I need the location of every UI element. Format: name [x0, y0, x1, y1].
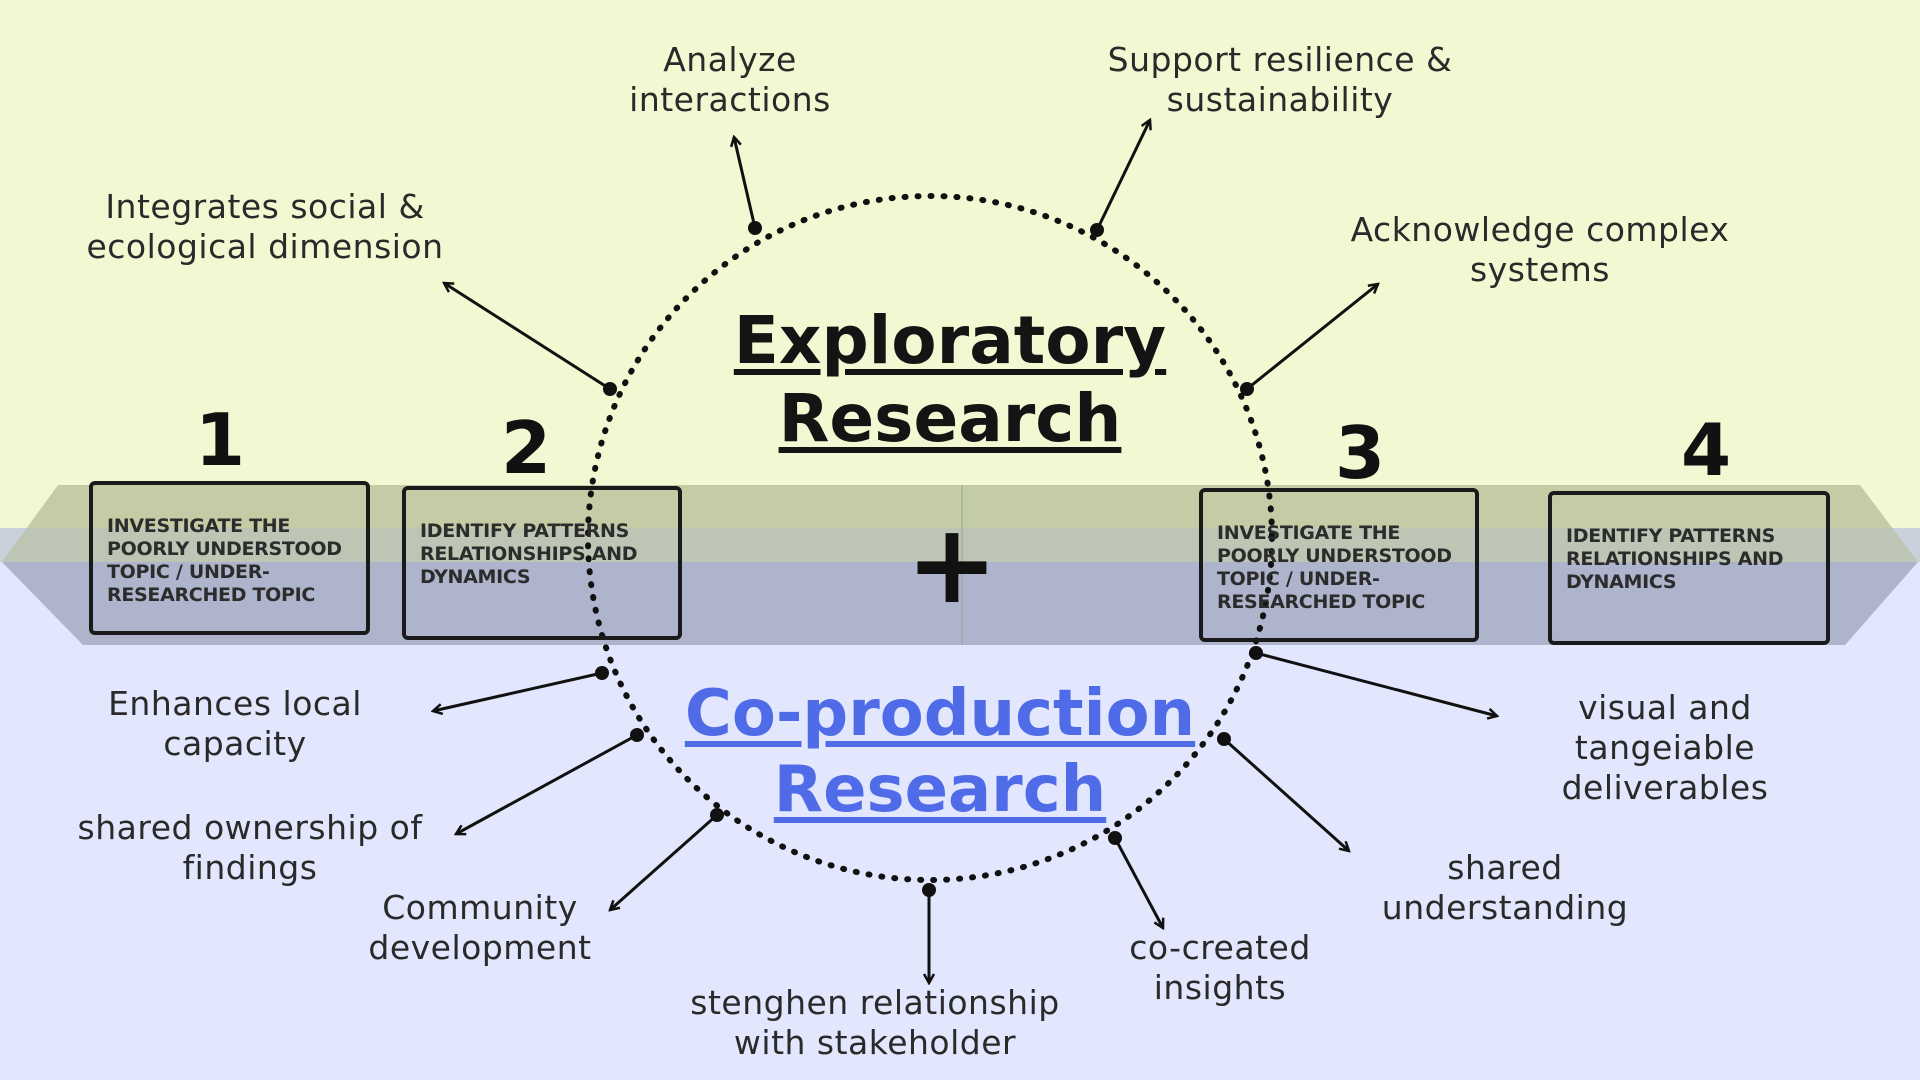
arrow-analyze [734, 137, 757, 229]
feature-line: interactions [629, 80, 831, 119]
coproduction-arrows [433, 646, 1497, 983]
title-bottom-line-2: Research [773, 753, 1107, 827]
feature-line: shared ownership of [77, 808, 423, 847]
feature-line: Integrates social & [105, 187, 425, 226]
feature-line: Enhances local [108, 684, 362, 723]
step-box-3: INVESTIGATE THE POORLY UNDERSTOOD TOPIC … [1199, 488, 1479, 642]
arrow-resilience [1095, 120, 1150, 231]
band-shadow-strip [0, 528, 1920, 562]
arrow-ownership [456, 733, 638, 834]
arrow-deliverables [1255, 651, 1497, 716]
feature-line: Community [382, 888, 578, 927]
feature-line: capacity [163, 724, 307, 763]
feature-integrates: Integrates social & ecological dimension [55, 187, 475, 267]
feature-complex-systems: Acknowledge complex systems [1330, 210, 1750, 290]
feature-resilience: Support resilience & sustainability [1065, 40, 1495, 120]
title-top-line-1: Exploratory [733, 302, 1167, 379]
feature-line: development [368, 928, 592, 967]
feature-local-capacity: Enhances local capacity [70, 684, 400, 764]
feature-line: ecological dimension [86, 227, 444, 266]
feature-line: sustainability [1166, 80, 1394, 119]
step-number-4: 4 [1680, 408, 1732, 492]
research-circle [585, 193, 1275, 883]
arrow-integrates [444, 283, 611, 391]
step-box-2: IDENTIFY PATTERNS RELATIONSHIPS AND DYNA… [402, 486, 682, 640]
feature-line: shared [1447, 848, 1563, 887]
feature-co-created-insights: co-created insights [1090, 928, 1350, 1008]
process-band-lower [2, 562, 1918, 645]
step-box-1: INVESTIGATE THE POORLY UNDERSTOOD TOPIC … [89, 481, 370, 635]
feature-shared-ownership: shared ownership of findings [40, 808, 460, 888]
title-top-line-2: Research [778, 380, 1122, 457]
feature-line: insights [1153, 968, 1287, 1007]
arrow-complex [1246, 284, 1378, 391]
feature-line: with stakeholder [733, 1023, 1017, 1062]
feature-line: tangeiable [1574, 728, 1756, 767]
exploratory-arrows [444, 120, 1378, 396]
feature-line: deliverables [1561, 768, 1769, 807]
arrow-community [610, 813, 718, 910]
feature-community-development: Community development [345, 888, 615, 968]
exploratory-background [0, 0, 1920, 528]
title-bottom-line-1: Co-production [684, 677, 1196, 751]
feature-line: understanding [1381, 888, 1629, 927]
arrow-insights [1113, 837, 1163, 928]
step-number-1: 1 [194, 398, 246, 482]
feature-line: co-created [1129, 928, 1311, 967]
feature-strengthen-relationship: stenghen relationship with stakeholder [650, 983, 1100, 1063]
arrow-local-capacity [433, 671, 603, 711]
exploratory-research-title: Exploratory Research [700, 302, 1200, 458]
step-box-4: IDENTIFY PATTERNS RELATIONSHIPS AND DYNA… [1548, 491, 1830, 645]
feature-line: systems [1470, 250, 1610, 289]
feature-line: findings [182, 848, 318, 887]
feature-analyze: Analyze interactions [585, 40, 875, 120]
feature-visual-deliverables: visual and tangeiable deliverables [1520, 688, 1810, 808]
arrow-understanding [1222, 737, 1349, 851]
feature-line: Support resilience & [1107, 40, 1453, 79]
step-number-2: 2 [500, 406, 552, 490]
coproduction-research-title: Co-production Research [660, 676, 1220, 828]
step-number-3: 3 [1334, 411, 1386, 495]
plus-symbol: + [905, 500, 999, 628]
feature-line: visual and [1578, 688, 1752, 727]
feature-line: Acknowledge complex [1350, 210, 1730, 249]
feature-shared-understanding: shared understanding [1345, 848, 1665, 928]
feature-line: stenghen relationship [690, 983, 1060, 1022]
feature-line: Analyze [663, 40, 797, 79]
